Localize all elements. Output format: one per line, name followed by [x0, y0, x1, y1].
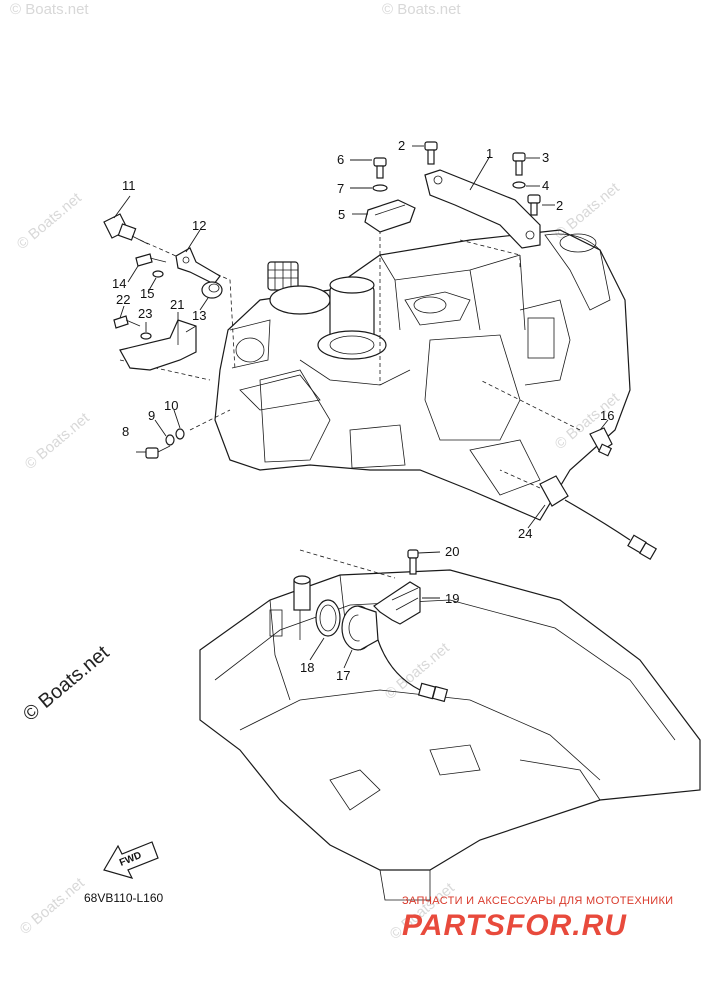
callout-3[interactable]: 3: [542, 150, 549, 165]
part-22-bolt[interactable]: [113, 315, 141, 329]
part-3-bolt[interactable]: [512, 152, 526, 176]
diagram-code: 68VB110-L160: [84, 891, 164, 905]
part-13-grommet[interactable]: [201, 281, 223, 299]
part-24-knock-sensor[interactable]: [539, 475, 658, 561]
watermark-left-2: © Boats.net: [22, 409, 94, 473]
callout-7[interactable]: 7: [337, 181, 344, 196]
callout-11[interactable]: 11: [122, 178, 136, 193]
footer-tagline: ЗАПЧАСТИ И АКСЕССУАРЫ ДЛЯ МОТОТЕХНИКИ: [402, 895, 673, 907]
part-21-cover[interactable]: [119, 319, 197, 371]
callout-19[interactable]: 19: [445, 591, 459, 606]
part-19-bracket[interactable]: [373, 581, 421, 625]
callout-5[interactable]: 5: [338, 207, 345, 222]
callout-23[interactable]: 23: [138, 306, 152, 321]
callout-21[interactable]: 21: [170, 297, 184, 312]
part-17-plug[interactable]: [341, 605, 449, 703]
watermark-bottom-left: © Boats.net: [17, 874, 89, 938]
callout-labels: 1 2 2 3 4 5 6 7 8 9 10 11 12 13 14 15 16…: [112, 138, 614, 683]
callout-20[interactable]: 20: [445, 544, 459, 559]
callout-2-top[interactable]: 2: [398, 138, 405, 153]
callout-17[interactable]: 17: [336, 668, 350, 683]
part-7-washer[interactable]: [372, 184, 388, 192]
part-9-washer[interactable]: [165, 434, 175, 446]
part-14-bolt[interactable]: [135, 253, 167, 267]
forward-arrow-icon: FWD: [103, 841, 159, 879]
part-6-bolt[interactable]: [373, 157, 387, 179]
callout-24[interactable]: 24: [518, 526, 532, 541]
callout-6[interactable]: 6: [337, 152, 344, 167]
callout-22[interactable]: 22: [116, 292, 130, 307]
watermark-top-left: © Boats.net: [10, 1, 89, 18]
part-15-washer[interactable]: [152, 270, 164, 278]
part-11-sensor[interactable]: [103, 213, 149, 245]
callout-10[interactable]: 10: [164, 398, 178, 413]
callout-18[interactable]: 18: [300, 660, 314, 675]
callout-2-right[interactable]: 2: [556, 198, 563, 213]
faint-watermarks: © Boats.net © Boats.net © Boats.net © Bo…: [10, 1, 623, 943]
part-23-washer[interactable]: [140, 332, 152, 340]
callout-1[interactable]: 1: [486, 146, 493, 161]
watermark-left-1: © Boats.net: [14, 189, 86, 253]
callout-15[interactable]: 15: [140, 286, 154, 301]
footer-brand-logo: PARTSFOR.RU: [402, 909, 627, 942]
leader-lines: [113, 145, 609, 669]
callout-16[interactable]: 16: [600, 408, 614, 423]
part-20-bolt[interactable]: [407, 549, 419, 575]
side-watermark: © Boats.net: [19, 641, 114, 725]
part-2-bolt-top[interactable]: [424, 141, 438, 165]
part-1-bracket[interactable]: [424, 169, 541, 249]
part-12-bracket[interactable]: [175, 247, 221, 285]
part-16-sensor[interactable]: [589, 427, 613, 457]
part-4-washer[interactable]: [512, 181, 526, 189]
part-2-bolt-right[interactable]: [527, 194, 541, 216]
callout-12[interactable]: 12: [192, 218, 206, 233]
bottom-cowling: [199, 569, 701, 901]
callout-8[interactable]: 8: [122, 424, 129, 439]
callout-9[interactable]: 9: [148, 408, 155, 423]
callout-14[interactable]: 14: [112, 276, 126, 291]
part-8-bolt[interactable]: [145, 445, 171, 459]
callout-13[interactable]: 13: [192, 308, 206, 323]
part-18-ring[interactable]: [315, 599, 341, 637]
part-10-washer[interactable]: [175, 428, 185, 440]
watermark-top-right: © Boats.net: [382, 1, 461, 18]
engine-block: [214, 229, 631, 521]
callout-4[interactable]: 4: [542, 178, 549, 193]
footer-brand: ЗАПЧАСТИ И АКСЕССУАРЫ ДЛЯ МОТОТЕХНИКИ PA…: [402, 895, 673, 942]
part-5-sensor[interactable]: [364, 199, 416, 233]
